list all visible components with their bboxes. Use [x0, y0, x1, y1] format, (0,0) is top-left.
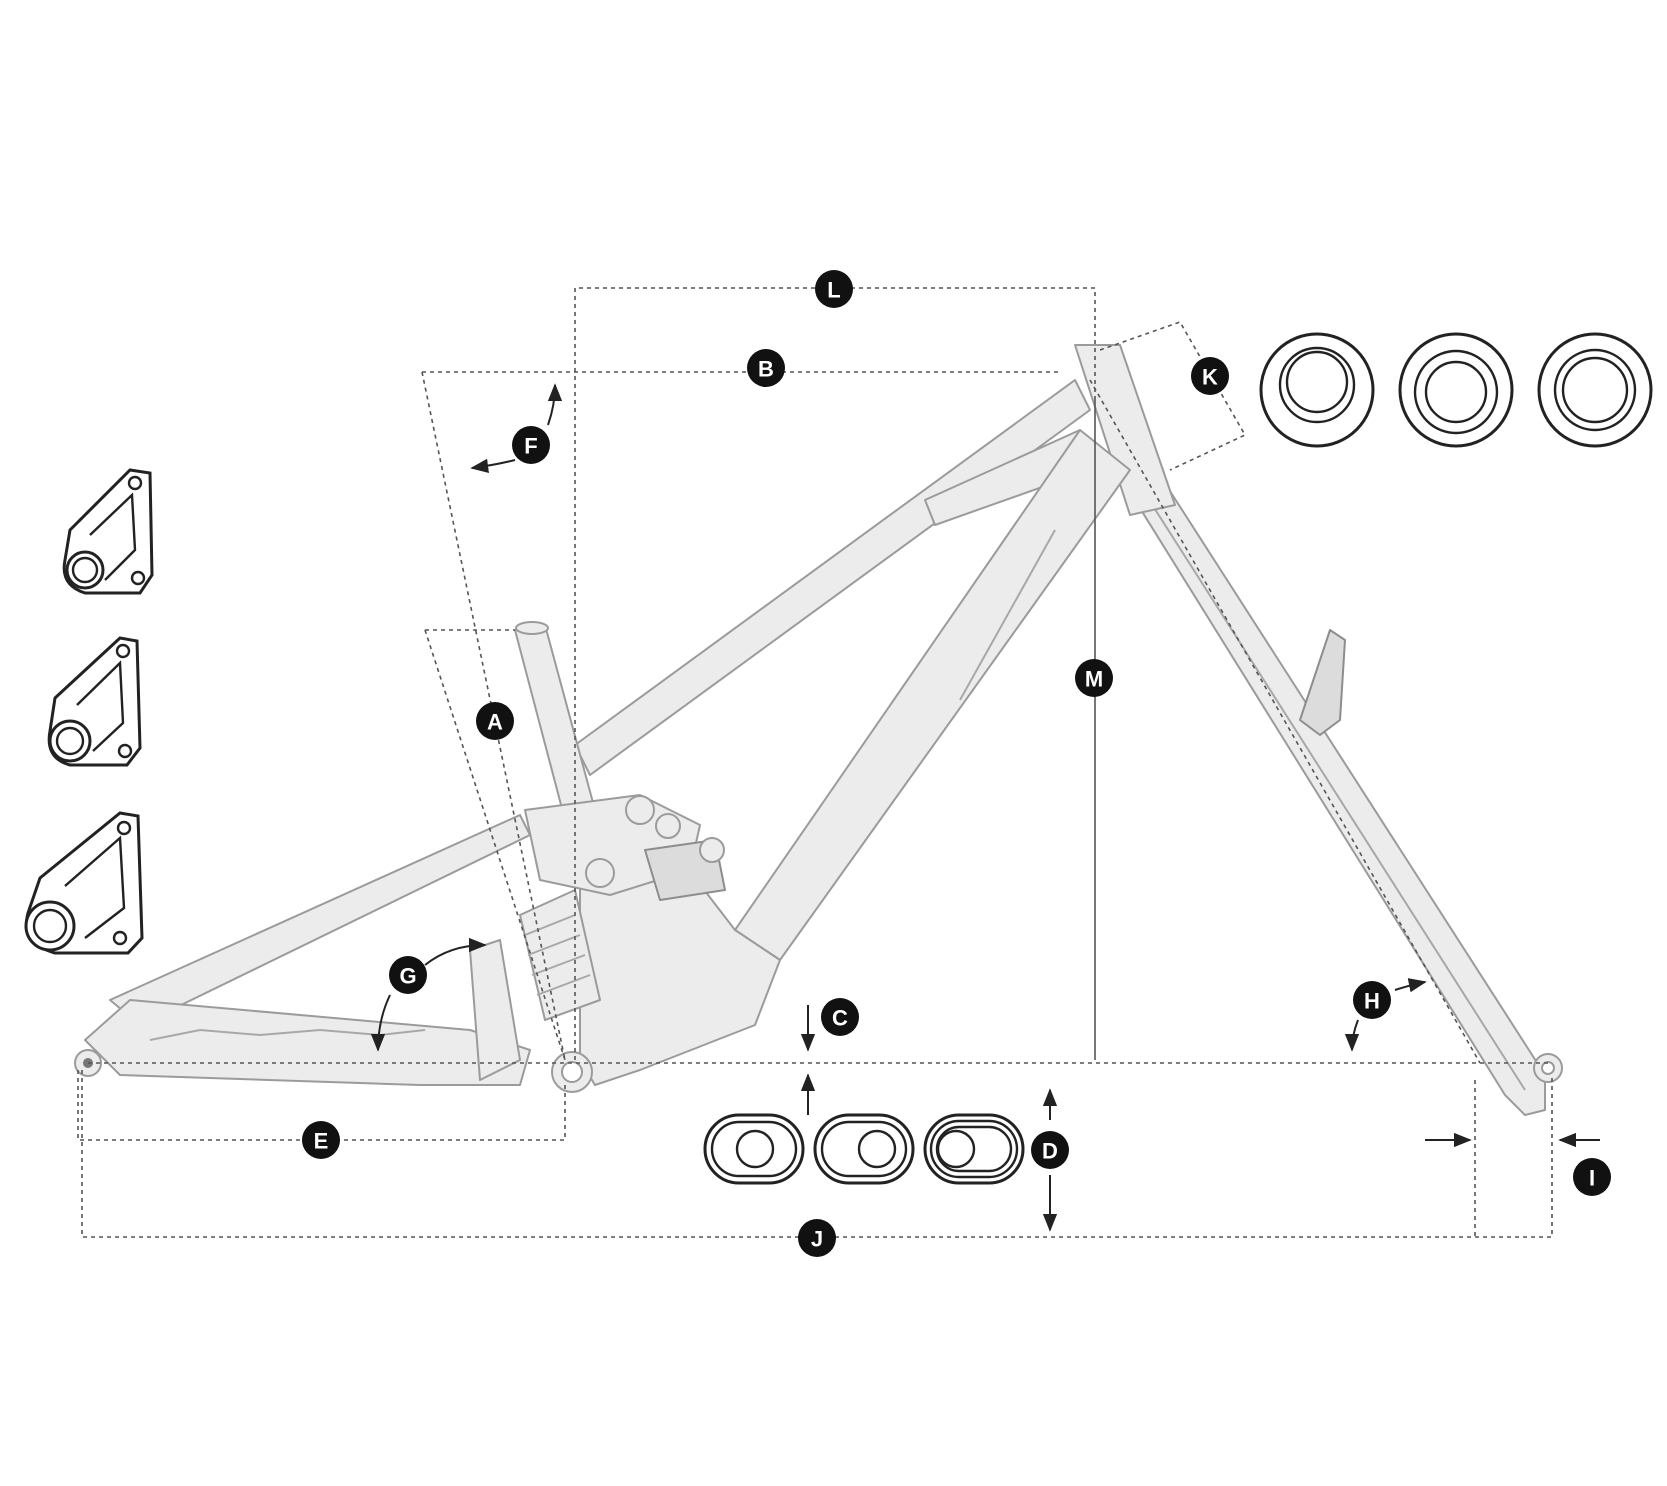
arrow-f-left: [470, 458, 516, 474]
dim-f: [421, 371, 566, 1061]
svg-text:D: D: [1042, 1139, 1058, 1164]
arrow-f-up: [547, 383, 563, 426]
svg-text:F: F: [524, 434, 537, 459]
rear-shock: [519, 837, 726, 1021]
chainstay-yoke: [469, 939, 521, 1081]
svg-text:H: H: [1364, 989, 1380, 1014]
chain-stay: [84, 999, 531, 1086]
svg-text:I: I: [1589, 1166, 1595, 1191]
arrow-h-right: [1394, 978, 1427, 993]
svg-text:M: M: [1085, 667, 1103, 692]
label-j: J: [798, 1219, 836, 1257]
seat-tube: [514, 624, 596, 821]
dim-a: [424, 629, 566, 1061]
bike-frame: [74, 344, 1563, 1116]
bb-insert-3: [923, 1113, 1025, 1185]
label-m: M: [1075, 659, 1113, 697]
label-k: K: [1191, 357, 1229, 395]
top-tube: [574, 379, 1091, 776]
svg-text:A: A: [487, 710, 503, 735]
dropout-2: [47, 636, 142, 767]
label-c: C: [821, 998, 859, 1036]
bb-inserts: [703, 1113, 1025, 1185]
svg-text:B: B: [758, 357, 774, 382]
bb-insert-2: [813, 1113, 915, 1185]
seat-stay: [109, 814, 531, 1026]
svg-text:J: J: [811, 1227, 823, 1252]
dim-h: [1089, 379, 1481, 1064]
svg-text:K: K: [1202, 365, 1218, 390]
arrow-g-right: [424, 937, 487, 966]
bb-insert-1: [703, 1113, 805, 1185]
headset-cup-1: [1259, 332, 1375, 448]
dimension-labels: L B K F M A G C: [302, 270, 1611, 1257]
label-a: A: [476, 702, 514, 740]
dim-k: [1099, 321, 1247, 471]
label-e: E: [302, 1121, 340, 1159]
fork: [1109, 459, 1563, 1116]
arrow-g-down: [370, 994, 391, 1052]
label-b: B: [747, 349, 785, 387]
dropout-1: [62, 468, 154, 595]
headset-cup-2: [1398, 332, 1514, 448]
dim-j: [81, 1070, 1553, 1238]
dropout-3: [24, 811, 144, 955]
label-h: H: [1353, 981, 1391, 1019]
arrow-h-down: [1344, 1019, 1360, 1052]
label-i: I: [1573, 1158, 1611, 1196]
svg-text:G: G: [399, 964, 416, 989]
headset-cups: [1259, 332, 1653, 448]
rear-dropouts: [24, 468, 154, 955]
svg-text:C: C: [832, 1006, 848, 1031]
label-d: D: [1031, 1131, 1069, 1169]
svg-text:L: L: [827, 278, 840, 303]
label-f: F: [512, 426, 550, 464]
headset-cup-3: [1537, 332, 1653, 448]
label-g: G: [389, 956, 427, 994]
dimension-arrows: [370, 383, 1600, 1232]
label-l: L: [815, 270, 853, 308]
svg-text:E: E: [314, 1129, 329, 1154]
dimension-lines: [77, 287, 1553, 1238]
